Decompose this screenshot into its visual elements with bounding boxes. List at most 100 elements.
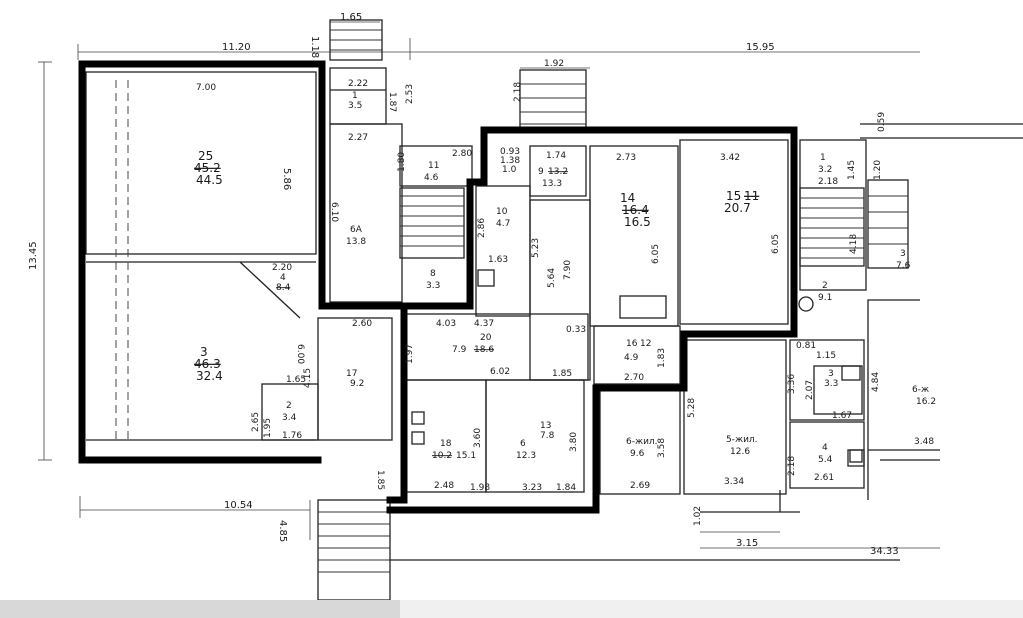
misc-small-f: 0.81 [796,341,816,351]
room-16-dim-a: 12 [640,339,651,349]
room-9-number: 9 [538,167,544,177]
room-5zh-dim-b: 3.34 [724,477,744,487]
room-3far-number: 3 [900,249,906,259]
room-5-dim-a: 7.90 [563,260,573,280]
dim-v-253: 2.53 [405,84,415,104]
room-9-dim-c: 1.74 [546,151,566,161]
room-3far-dim-a: 4.18 [849,234,859,254]
room-14-dim-b: 6.05 [651,244,661,264]
room-17-area: 9.2 [350,379,364,389]
dim-v-145: 1.45 [847,160,857,180]
room-15-dim-a: 3.42 [720,153,740,163]
room-14-area: 16.5 [624,215,651,229]
room-6-dim-b: 3.23 [522,483,542,493]
room-2-area: 3.4 [282,413,297,423]
room-6zh-number: 6-жил. [626,437,658,447]
room-3-area: 32.4 [196,369,223,383]
room-15-area: 20.7 [724,201,751,215]
room-4-number: 4 [280,273,286,283]
room-11-number: 11 [428,161,439,171]
room-20-dim-e: 1.97 [405,344,415,364]
room-4-dim: 2.20 [272,263,292,273]
room-6-dim-c: 1.84 [556,483,576,493]
misc-door-label: 2.07 [805,380,815,400]
room-10-area: 4.7 [496,219,510,229]
room-8-number: 8 [430,269,436,279]
room-2r-area: 9.1 [818,293,832,303]
dim-v-180: 1.80 [397,152,407,172]
dim-bottom-v: 4.85 [277,520,288,542]
room-17-number: 17 [346,369,357,379]
outer-walls [78,60,798,514]
room-6-dim-a: 3.80 [569,432,579,452]
room-6a-dim: 6.10 [329,202,339,222]
dim-bottom-mid: 3.15 [736,538,758,549]
room-2r-dim-a: 1.15 [816,351,836,361]
dim-bottom-left: 10.54 [224,500,253,511]
room-4r-number: 4 [822,443,828,453]
dim-top-b: 1.18 [309,36,320,58]
room-6zhfar-number: 6-ж [912,385,929,395]
room-5zh-dim-a: 5.28 [687,398,697,418]
dim-v-218: 2.18 [513,82,523,102]
room-1-dim-b: 2.27 [348,133,368,143]
room-16-area: 4.9 [624,353,639,363]
room-4r-dim-b: 2.61 [814,473,834,483]
room-6zh-dim-b: 2.69 [630,481,650,491]
dimension-lines [38,21,940,549]
room-16-dim-c: 2.70 [624,373,644,383]
room-6zhfar-dim-a: 4.84 [871,372,881,392]
room-3r-dim-a: 3.36 [787,374,797,394]
misc-small-b: 0.33 [566,325,586,335]
room-1-area: 3.5 [348,101,362,111]
fixtures [411,269,863,463]
room-6-number: 6 [520,439,526,449]
room-3-number: 3 [200,345,208,359]
room-25-area-struck: 45.2 [194,161,221,175]
room-5zh-number: 5-жил. [726,435,758,445]
room-15-number: 15 [726,189,741,203]
room-9-dim-b: 1.38 [500,156,520,166]
dim-v-120: 1.20 [873,160,883,180]
room-5-dim-b: 5.23 [531,238,541,258]
room-18-area2: 15.1 [456,451,476,461]
room-9-dim-a: 0.93 [500,147,520,157]
room-20-dim-c: 6.02 [490,367,510,377]
room-8-area: 3.3 [426,281,440,291]
room-labels: 7.00 25 45.2 44.5 5.86 3 46.3 32.4 6.00 … [194,79,936,493]
room-2r-number: 2 [822,281,828,291]
misc-small-a: 1.63 [488,255,508,265]
footer-bar-right [400,600,1023,618]
room-14-number: 14 [620,191,635,205]
room-20-dim-d: 1.85 [552,369,572,379]
room-10-number: 10 [496,207,508,217]
room-6-area: 12.3 [516,451,536,461]
room-14-area-struck: 16.4 [622,203,649,217]
room-1r-area: 3.2 [818,165,832,175]
room-25-width: 7.00 [196,83,216,93]
room-3-height: 6.00 [295,344,305,364]
room-6-dim-e: 7.8 [540,431,555,441]
room-16-dim-b: 1.83 [657,348,667,368]
room-1r-number: 1 [820,153,826,163]
dim-v-185: 1.85 [375,470,385,490]
room-17-dim-a: 2.60 [352,319,372,329]
room-6zhfar-area: 16.2 [916,397,936,407]
room-11-dim-b: 2.80 [452,149,472,159]
partition-walls [85,19,1023,601]
room-20-dim-b: 4.37 [474,319,494,329]
room-6a-area: 13.8 [346,237,366,247]
room-14-dim-a: 2.73 [616,153,636,163]
room-2-dim-a: 1.65 [286,375,306,385]
dim-left-height: 13.45 [28,241,39,270]
room-25-area: 44.5 [196,173,223,187]
room-25-height: 5.86 [281,168,292,190]
room-3r-dim-b: 1.67 [832,411,852,421]
room-25-number: 25 [198,149,213,163]
room-10-dim: 2.86 [477,218,487,238]
room-16-number: 16 [626,339,638,349]
dim-bottom-total: 34.33 [870,546,899,557]
room-3r-area: 3.3 [824,379,838,389]
room-4r-area: 5.4 [818,455,833,465]
